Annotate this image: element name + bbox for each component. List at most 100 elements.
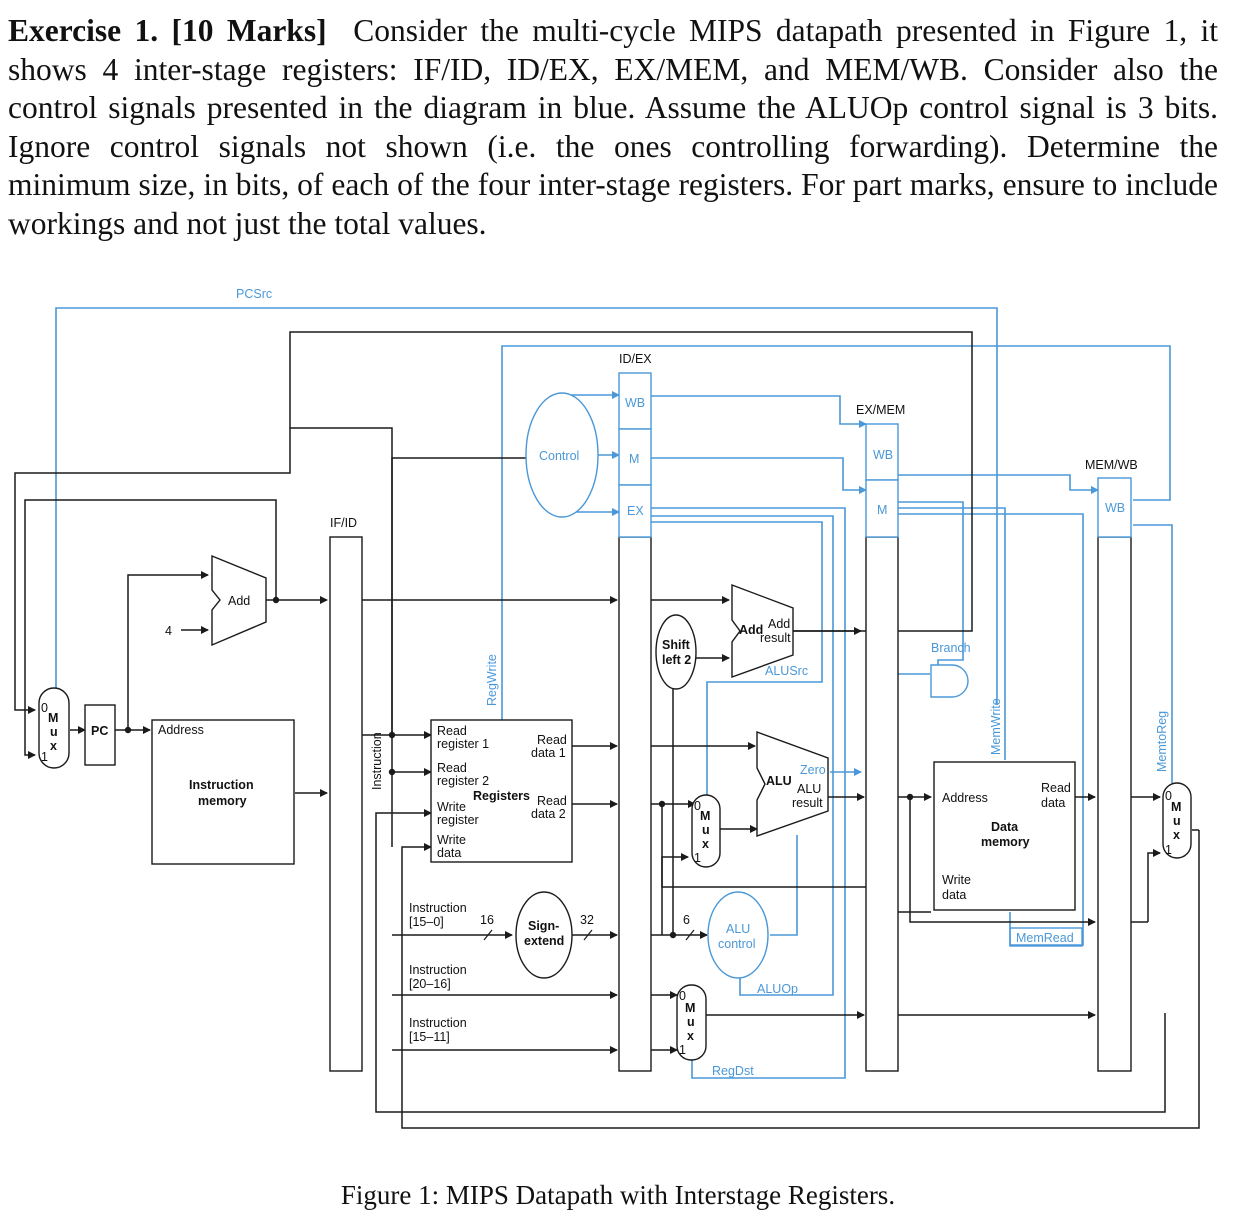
svg-text:memory: memory [981,835,1030,849]
svg-text:MemRead: MemRead [1016,931,1074,945]
svg-text:Address: Address [158,723,204,737]
svg-text:Shift: Shift [662,638,691,652]
svg-text:M: M [877,503,887,517]
svg-text:M: M [700,809,710,823]
svg-text:WB: WB [1105,501,1125,515]
svg-text:WB: WB [873,448,893,462]
svg-text:control: control [718,937,756,951]
register-fields [525,372,1132,947]
svg-text:0: 0 [1165,789,1172,803]
svg-text:6: 6 [683,913,690,927]
svg-text:x: x [702,837,709,851]
svg-text:ALU: ALU [766,774,792,788]
svg-text:IF/ID: IF/ID [330,516,357,530]
svg-text:Branch: Branch [931,641,971,655]
svg-text:memory: memory [198,794,247,808]
labels: PCSrc ID/EX EX/MEM MEM/WB IF/ID WB M EX … [41,287,1181,1078]
svg-text:1: 1 [41,750,48,764]
svg-text:register 2: register 2 [437,774,489,788]
svg-text:Instruction: Instruction [409,901,467,915]
svg-text:x: x [1173,828,1180,842]
svg-text:M: M [629,452,639,466]
svg-text:register: register [437,813,479,827]
svg-text:0: 0 [694,799,701,813]
svg-text:Zero: Zero [800,763,826,777]
svg-text:PCSrc: PCSrc [236,287,272,301]
svg-text:Read: Read [1041,781,1071,795]
svg-text:[20–16]: [20–16] [409,977,451,991]
mips-datapath-figure: PCSrc ID/EX EX/MEM MEM/WB IF/ID WB M EX … [14,287,1200,1129]
svg-text:EX: EX [627,504,644,518]
svg-text:Instruction: Instruction [189,778,254,792]
blocks [38,536,1192,1072]
svg-text:u: u [687,1015,695,1029]
svg-text:left 2: left 2 [662,653,691,667]
svg-text:u: u [50,725,58,739]
svg-text:Data: Data [991,820,1019,834]
svg-text:Registers: Registers [473,789,530,803]
svg-text:Control: Control [539,449,579,463]
svg-text:Add: Add [739,623,763,637]
svg-text:result: result [760,631,791,645]
svg-text:ALUOp: ALUOp [757,982,798,996]
svg-text:Read: Read [537,733,567,747]
svg-text:ALUSrc: ALUSrc [765,664,808,678]
svg-text:1: 1 [1165,843,1172,857]
svg-text:Read: Read [437,761,467,775]
bus-width-marks [483,929,695,941]
svg-text:4: 4 [165,624,172,638]
exercise-heading: Exercise 1. [8,13,159,48]
svg-text:Write: Write [437,833,466,847]
junction-dots [124,596,914,939]
svg-text:data: data [1041,796,1065,810]
svg-text:32: 32 [580,913,594,927]
svg-text:M: M [48,711,58,725]
svg-text:Instruction: Instruction [370,732,384,790]
svg-text:ALU: ALU [797,782,821,796]
svg-text:MEM/WB: MEM/WB [1085,458,1138,472]
exercise-text: Exercise 1. [10 Marks] Consider the mult… [8,12,1218,243]
svg-text:RegDst: RegDst [712,1064,754,1078]
svg-text:0: 0 [679,989,686,1003]
svg-text:RegWrite: RegWrite [485,654,499,706]
svg-text:Write: Write [942,873,971,887]
svg-text:x: x [687,1029,694,1043]
svg-text:[15–0]: [15–0] [409,915,444,929]
svg-text:1: 1 [679,1043,686,1057]
exercise-marks: [10 Marks] [171,13,327,48]
svg-text:Add: Add [768,617,790,631]
svg-text:MemWrite: MemWrite [989,698,1003,755]
svg-text:M: M [1171,800,1181,814]
svg-text:16: 16 [480,913,494,927]
svg-text:ALU: ALU [726,922,750,936]
svg-text:Sign-: Sign- [528,919,559,933]
svg-text:Instruction: Instruction [409,963,467,977]
svg-text:1: 1 [694,851,701,865]
figure-caption: Figure 1: MIPS Datapath with Interstage … [340,1180,896,1210]
svg-text:data 2: data 2 [531,807,566,821]
svg-text:Read: Read [437,724,467,738]
svg-text:register 1: register 1 [437,737,489,751]
exercise-body: Consider the multi-cycle MIPS datapath p… [8,13,1218,241]
svg-text:WB: WB [625,396,645,410]
svg-text:x: x [50,739,57,753]
svg-text:Read: Read [537,794,567,808]
svg-text:Write: Write [437,800,466,814]
svg-text:MemtoReg: MemtoReg [1155,711,1169,772]
svg-text:[15–11]: [15–11] [409,1030,450,1044]
svg-text:M: M [685,1001,695,1015]
svg-text:extend: extend [524,934,564,948]
svg-text:result: result [792,796,823,810]
svg-text:data: data [437,846,461,860]
svg-text:PC: PC [91,724,108,738]
svg-text:data: data [942,888,966,902]
svg-text:0: 0 [41,701,48,715]
svg-text:EX/MEM: EX/MEM [856,403,905,417]
control-wires [55,307,1173,1079]
svg-text:u: u [1173,814,1181,828]
svg-text:ID/EX: ID/EX [619,352,652,366]
svg-text:u: u [702,823,710,837]
svg-text:data 1: data 1 [531,746,566,760]
svg-text:Add: Add [228,594,250,608]
svg-text:Instruction: Instruction [409,1016,467,1030]
